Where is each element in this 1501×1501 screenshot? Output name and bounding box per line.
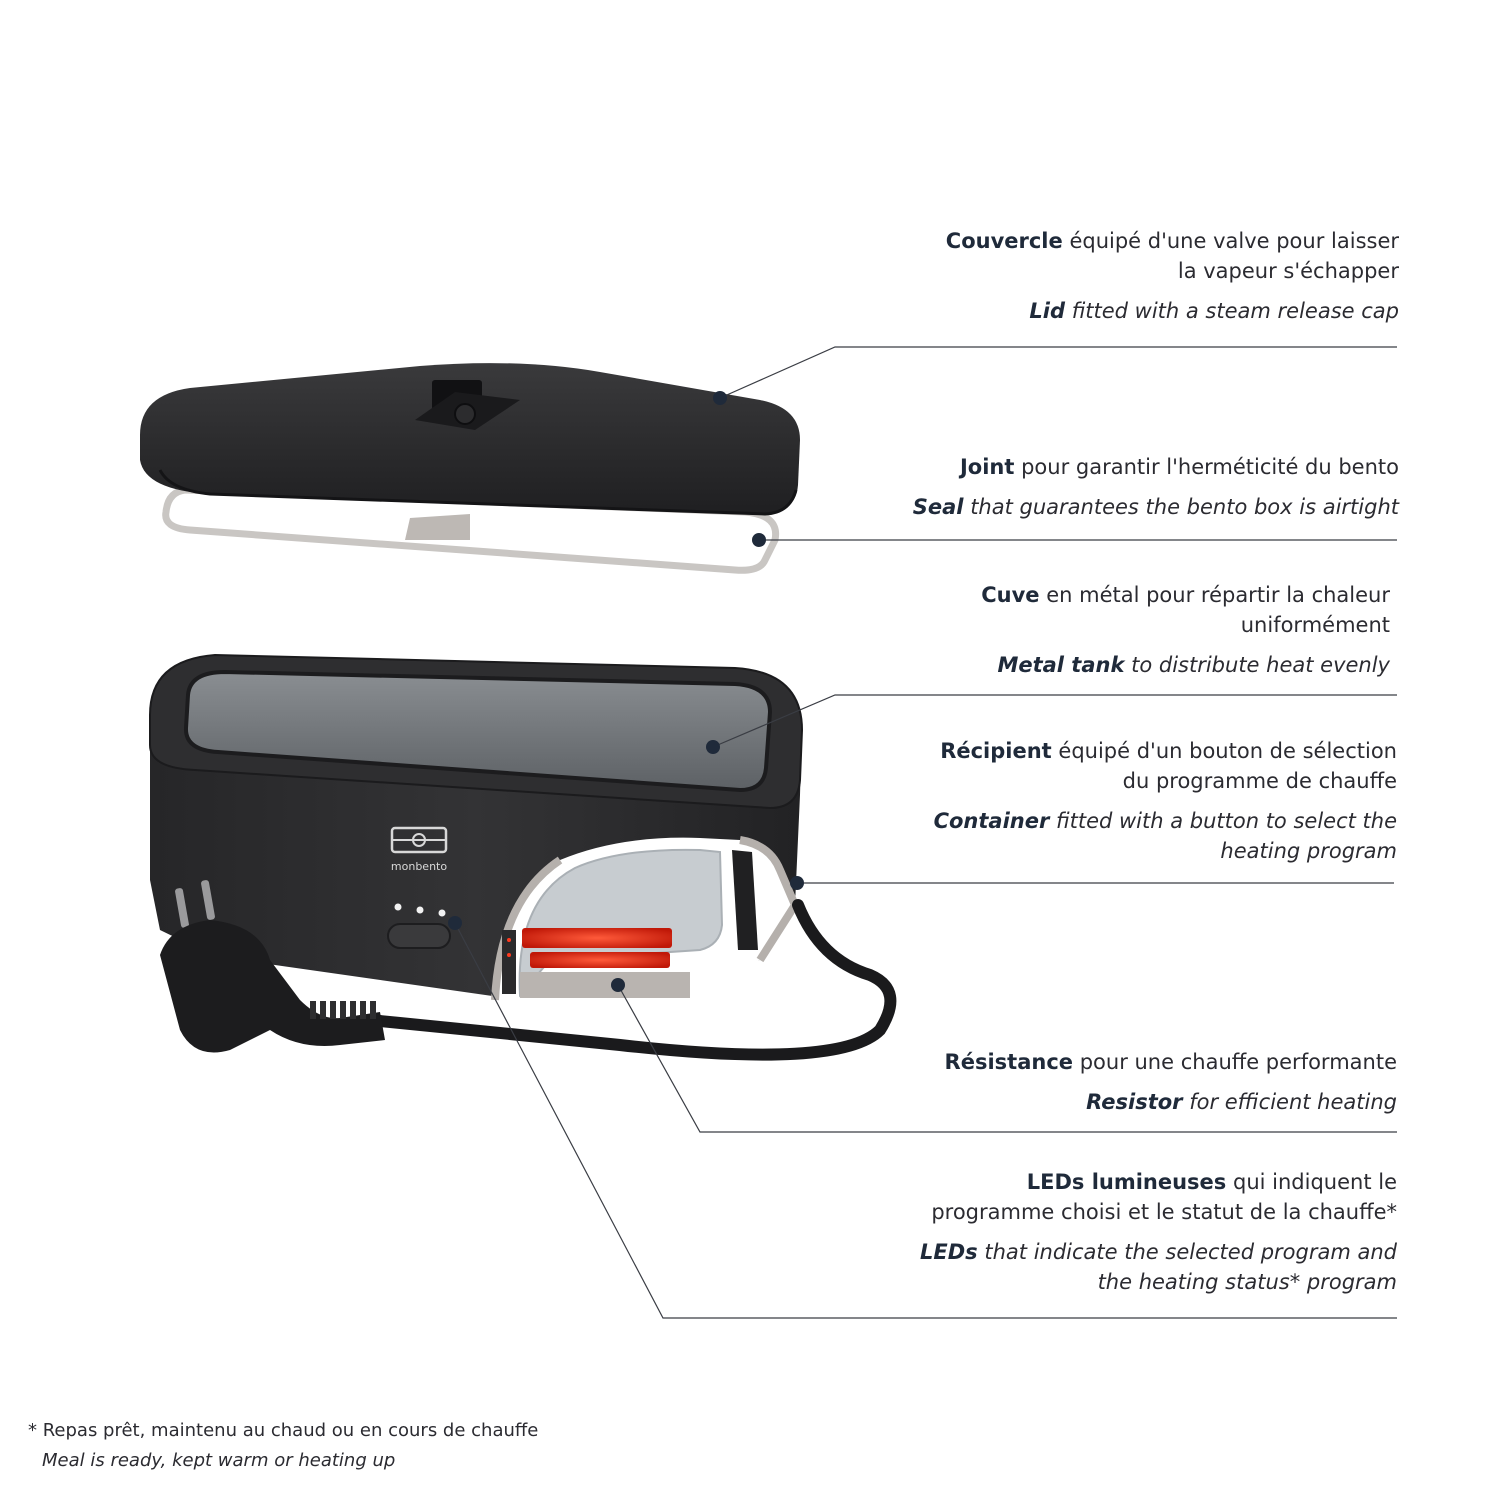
annotation-container-fr: Récipient équipé d'un bouton de sélectio… [940,739,1397,793]
annotation-seal: Joint pour garantir l'herméticité du ben… [779,452,1399,522]
annotation-seal-fr: Joint pour garantir l'herméticité du ben… [959,455,1399,479]
leader-resistor [617,984,1397,1133]
annotation-tank: Cuve en métal pour répartir la chaleur u… [830,580,1390,680]
led-1 [394,903,402,911]
annotation-leds: LEDs lumineuses qui indiquent le program… [797,1167,1397,1297]
monbento-logo: monbento [390,826,447,873]
leader-dots [448,391,804,992]
annotation-leds-en: LEDs that indicate the selected program … [920,1240,1397,1294]
led-3 [438,909,446,917]
dot-tank [706,740,720,754]
leader-tank [712,694,1397,748]
footnote-en: Meal is ready, kept warm or heating up [42,1450,396,1471]
program-button [387,923,451,949]
footnote-fr: * Repas prêt, maintenu au chaud ou en co… [28,1420,539,1441]
leader-leds [454,922,1397,1319]
annotation-lid-fr: Couvercle équipé d'une valve pour laisse… [945,229,1399,283]
annotation-leds-fr: LEDs lumineuses qui indiquent le program… [931,1170,1397,1224]
annotation-lid-en: Lid fitted with a steam release cap [1029,299,1399,323]
annotation-seal-en: Seal that guarantees the bento box is ai… [912,495,1399,519]
plug [160,880,385,1053]
annotation-tank-fr: Cuve en métal pour répartir la chaleur u… [981,583,1390,637]
seal-ring [162,486,780,574]
annotation-container: Récipient équipé d'un bouton de sélectio… [837,736,1397,866]
footnote: * Repas prêt, maintenu au chaud ou en co… [28,1416,538,1476]
lid [140,363,800,516]
dot-leds [448,916,462,930]
power-cord [160,880,897,1061]
heater-element [520,928,690,998]
leader-lines [454,346,1397,1319]
brand-logo-text: monbento [391,860,447,873]
leader-lid [719,346,1397,399]
annotation-resistor-fr: Résistance pour une chauffe performante [944,1050,1397,1074]
dot-container [790,876,804,890]
annotation-container-en: Container fitted with a button to select… [933,809,1397,863]
led-2 [416,906,424,914]
annotation-lid: Couvercle équipé d'une valve pour laisse… [839,226,1399,326]
cutaway [491,836,800,1003]
annotation-resistor: Résistance pour une chauffe performante … [837,1047,1397,1117]
dot-seal [752,533,766,547]
dot-resistor [611,978,625,992]
annotation-tank-en: Metal tank to distribute heat evenly [997,653,1390,677]
annotation-resistor-en: Resistor for efficient heating [1086,1090,1397,1114]
dot-lid [713,391,727,405]
